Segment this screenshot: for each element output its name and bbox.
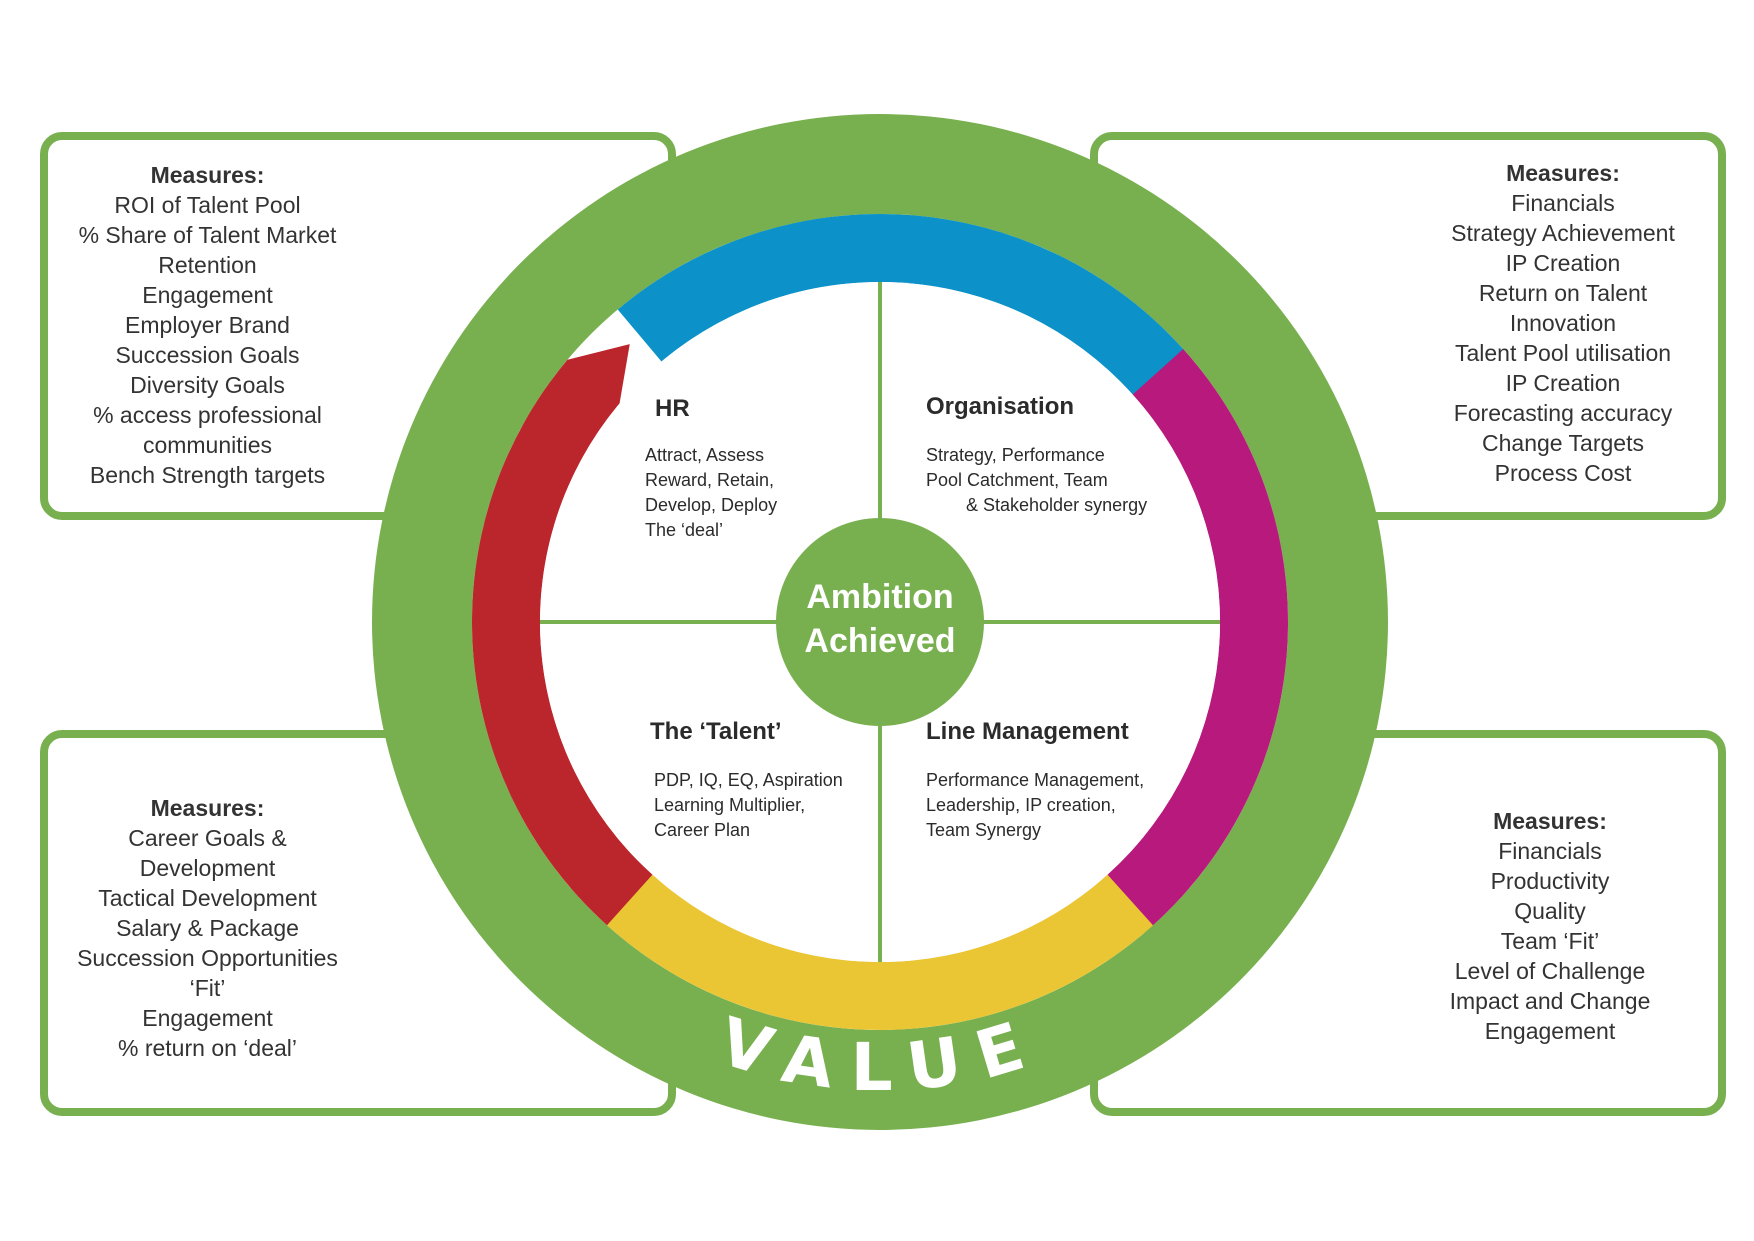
center-label: Ambition Achieved [776,575,984,663]
measure-item: Retention [158,252,257,278]
measure-item: Career Goals & [128,825,287,851]
measure-item: Strategy Achievement [1451,220,1675,246]
measure-item: Development [139,855,276,881]
measure-item: Talent Pool utilisation [1454,340,1672,366]
arrow-segment-magenta [1089,348,1288,933]
measures-title: Measures: [1493,808,1607,834]
measure-item: ROI of Talent Pool [114,192,301,218]
quadrant-talent-title: The ‘Talent’ [650,718,782,745]
measures-title: Measures: [150,795,265,821]
measure-item: ‘Fit’ [189,975,226,1001]
measure-item: Quality [1514,898,1586,924]
measures-top-left: Measures: ROI of Talent Pool % Share of … [40,160,375,490]
arrow-segment-red [471,344,653,926]
quadrant-line-management-line: Team Synergy [926,820,1042,840]
quadrant-organisation-line: Strategy, Performance [926,445,1105,465]
ring-word-value: VALUE [710,1003,1049,1107]
measure-item: IP Creation [1505,370,1621,396]
measure-item: Salary & Package [116,915,299,941]
measures-title: Measures: [150,162,265,188]
quadrant-hr-line: The ‘deal’ [645,520,724,540]
quadrant-organisation: Organisation Strategy, Performance Pool … [926,393,1147,518]
quadrant-line-management-line: Performance Management, [926,770,1145,790]
arrow-segment-blue [617,214,1191,413]
measure-item: Return on Talent [1478,280,1648,306]
measure-item: Engagement [142,282,273,308]
quadrant-hr-line: Reward, Retain, [645,470,775,490]
measure-item: Succession Goals [115,342,300,368]
measure-item: Tactical Development [98,885,317,911]
quadrant-talent-line: Career Plan [654,820,751,840]
measure-item: Team ‘Fit’ [1500,928,1600,954]
measure-item: Change Targets [1482,430,1644,456]
measure-item: Financials [1511,190,1615,216]
measure-item: IP Creation [1505,250,1621,276]
quadrant-hr-line: Attract, Assess [645,445,765,465]
quadrant-organisation-title: Organisation [926,393,1075,420]
measures-bottom-left: Measures: Career Goals & Development Tac… [40,793,375,1063]
quadrant-hr-line: Develop, Deploy [645,495,778,515]
measure-item: % access professional [93,402,322,428]
measure-item: Engagement [1484,1018,1616,1044]
measure-item: communities [142,432,273,458]
quadrant-hr-title: HR [655,395,690,422]
quadrant-talent-line: Learning Multiplier, [654,795,806,815]
measures-top-right: Measures: Financials Strategy Achievemen… [1410,158,1716,488]
measure-item: Financials [1498,838,1602,864]
center-label-line1: Ambition [806,578,954,616]
arrow-segment-yellow [593,862,1154,1031]
measures-title: Measures: [1506,160,1620,186]
measure-item: Impact and Change [1449,988,1651,1014]
center-label-line2: Achieved [804,622,956,660]
measure-item: Employer Brand [125,312,290,338]
measure-item: % return on ‘deal’ [118,1035,297,1061]
measures-bottom-right: Measures: Financials Productivity Qualit… [1400,806,1700,1046]
measure-item: Bench Strength targets [89,462,326,488]
quadrant-line-management: Line Management Performance Management, … [926,718,1144,843]
measure-item: Forecasting accuracy [1453,400,1673,426]
quadrant-talent-line: PDP, IQ, EQ, Aspiration [654,770,843,790]
quadrant-hr: HR Attract, Assess Reward, Retain, Devel… [645,395,777,543]
measure-item: Succession Opportunities [77,945,338,971]
measure-item: % Share of Talent Market [78,222,337,248]
measure-item: Engagement [142,1005,273,1031]
measure-item: Productivity [1490,868,1610,894]
quadrant-line-management-title: Line Management [926,718,1129,745]
quadrant-line-management-line: Leadership, IP creation, [926,795,1116,815]
center-circle [776,518,984,726]
quadrant-talent: The ‘Talent’ PDP, IQ, EQ, Aspiration Lea… [650,718,843,843]
measure-item: Innovation [1509,310,1617,336]
quadrant-organisation-line: & Stakeholder synergy [966,495,1148,515]
measure-item: Process Cost [1494,460,1632,486]
measure-item: Level of Challenge [1454,958,1646,984]
measure-item: Diversity Goals [130,372,285,398]
quadrant-organisation-line: Pool Catchment, Team [926,470,1108,490]
